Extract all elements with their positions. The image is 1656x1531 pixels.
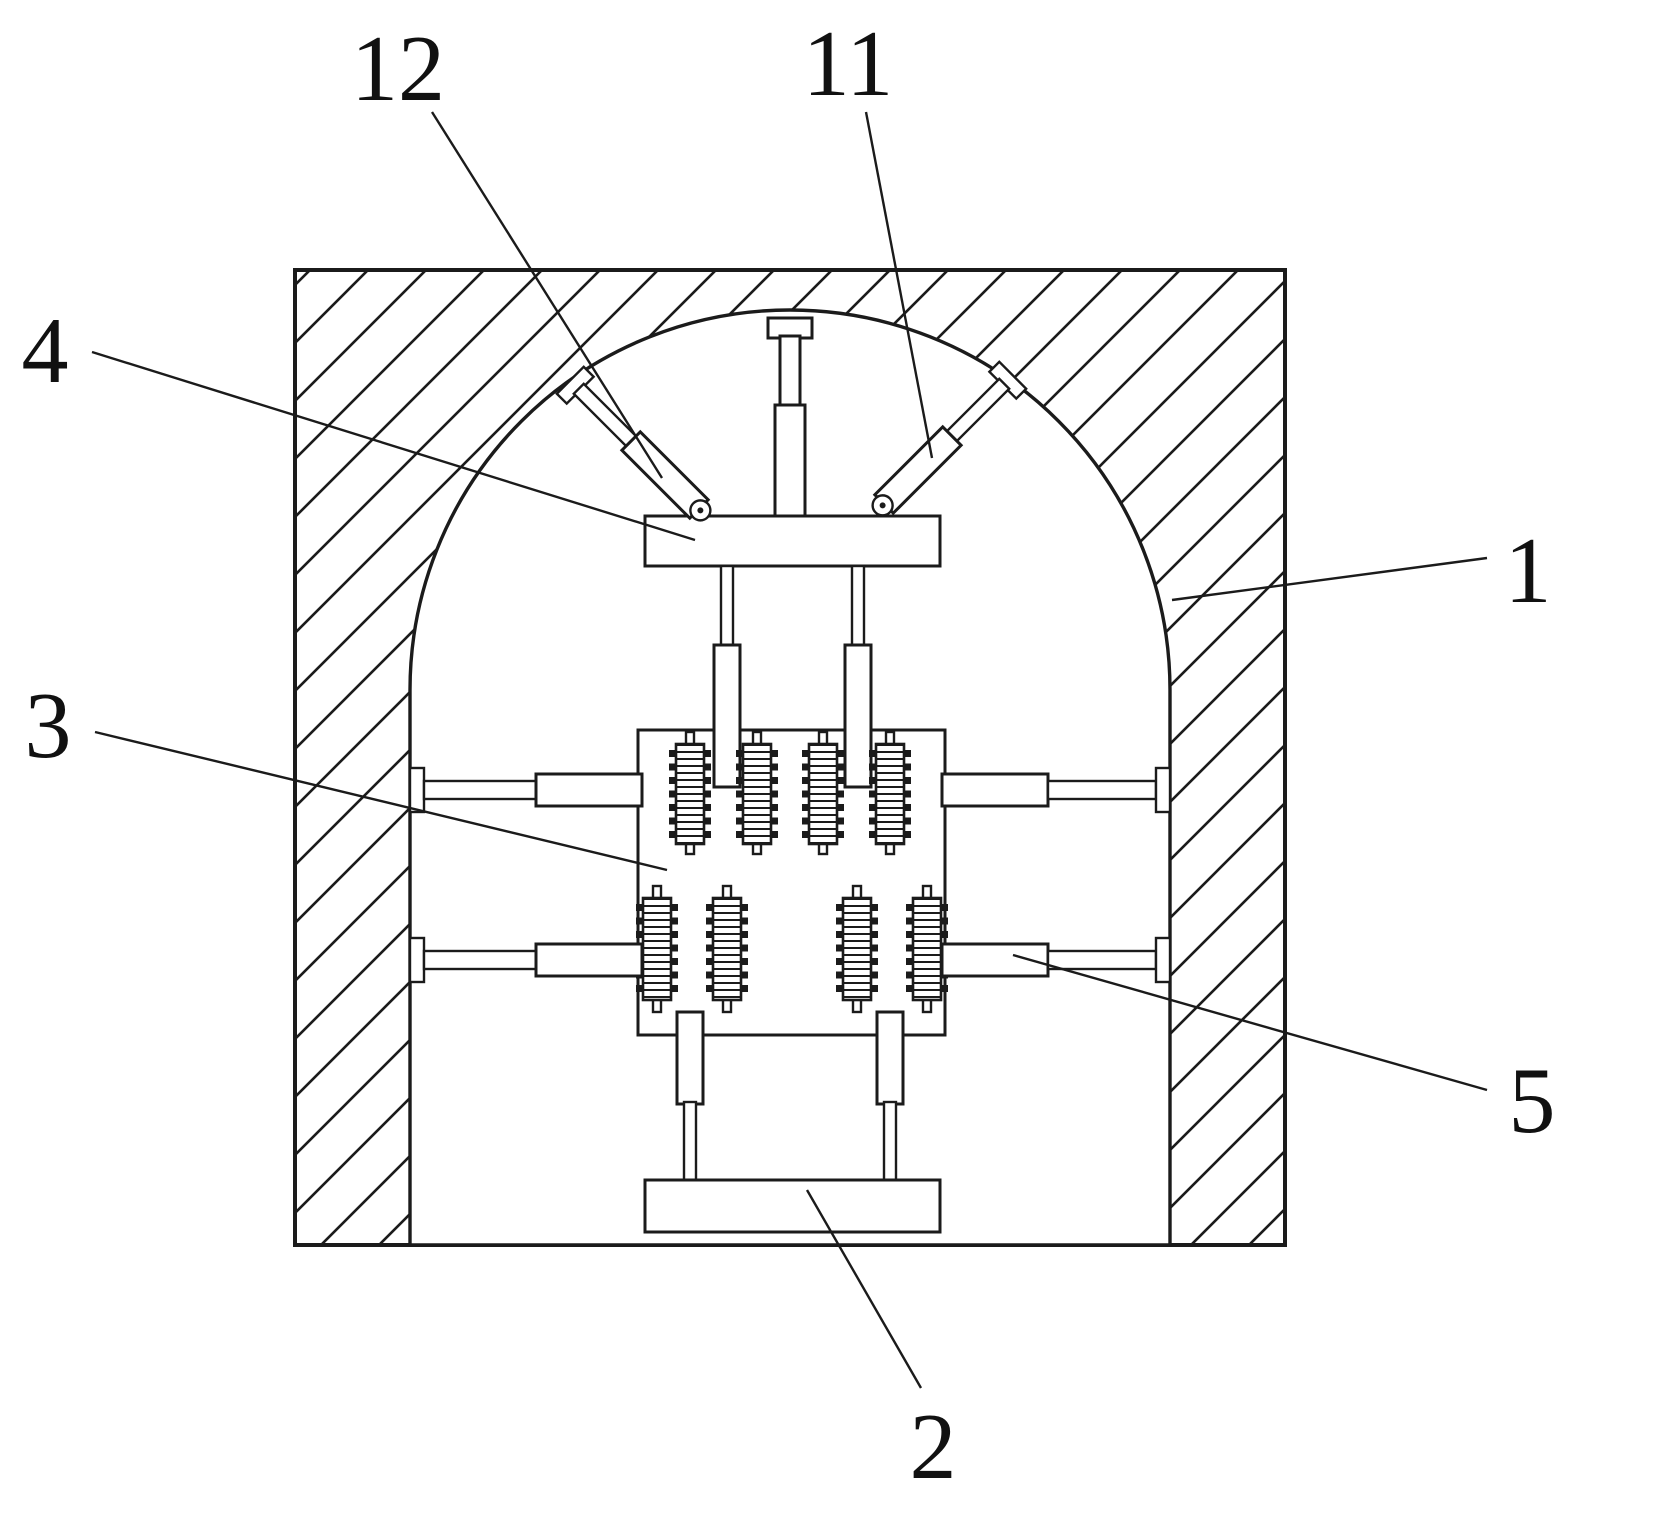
gear-roller-icon bbox=[706, 884, 748, 1014]
gear-roller-icon bbox=[869, 730, 911, 856]
lower-left-link-rod bbox=[682, 1100, 698, 1184]
gear-roller-icon bbox=[802, 730, 844, 856]
right-jack-pivot-pin bbox=[879, 502, 886, 509]
piston-rod bbox=[422, 949, 540, 971]
cylinder-body bbox=[534, 942, 644, 978]
lower-right-link-rod bbox=[882, 1100, 898, 1184]
figure-label-3: 3 bbox=[25, 674, 72, 778]
upper-right-link-rod bbox=[850, 564, 866, 652]
wall-pad bbox=[408, 936, 426, 984]
figure-label-4: 4 bbox=[22, 299, 69, 403]
lower-right-link-cylinder bbox=[875, 1010, 905, 1106]
lower-left-side-actuator bbox=[408, 936, 644, 984]
leader-line-4 bbox=[91, 350, 696, 542]
figure-label-5: 5 bbox=[1509, 1049, 1556, 1153]
bottom-base-plate bbox=[643, 1178, 942, 1234]
gear-roller-icon bbox=[636, 884, 678, 1014]
gear-roller-icon bbox=[906, 884, 948, 1014]
leader-line-11 bbox=[864, 111, 934, 459]
bottom-roller-row bbox=[636, 884, 948, 1014]
upper-left-link-cylinder bbox=[712, 643, 742, 789]
piston-rod bbox=[422, 779, 540, 801]
top-piston-rod bbox=[778, 334, 802, 410]
top-vertical-jack bbox=[766, 316, 814, 520]
left-jack-pivot-pin bbox=[697, 507, 704, 514]
upper-right-side-actuator bbox=[940, 766, 1172, 814]
figure-label-12: 12 bbox=[351, 17, 445, 121]
leader-line-1 bbox=[1171, 556, 1488, 602]
leader-line-12 bbox=[430, 111, 664, 479]
gear-roller-icon bbox=[836, 884, 878, 1014]
piston-rod bbox=[1046, 779, 1158, 801]
cylinder-body bbox=[940, 772, 1050, 808]
upper-right-link-cylinder bbox=[843, 643, 873, 789]
wall-pad bbox=[1154, 936, 1172, 984]
figure-label-11: 11 bbox=[803, 12, 894, 116]
lower-link-cylinders bbox=[675, 1010, 905, 1184]
left-inclined-jack bbox=[555, 365, 712, 522]
top-roller-row bbox=[669, 730, 911, 856]
upper-link-cylinders bbox=[712, 564, 873, 789]
cylinder-body bbox=[534, 772, 644, 808]
leader-line-5 bbox=[1012, 953, 1488, 1092]
top-support-plate bbox=[643, 514, 942, 568]
figure-label-2: 2 bbox=[910, 1395, 957, 1499]
lower-left-link-cylinder bbox=[675, 1010, 705, 1106]
figure-label-1: 1 bbox=[1505, 519, 1552, 623]
wall-pad bbox=[408, 766, 426, 814]
gear-roller-icon bbox=[669, 730, 711, 856]
gear-roller-icon bbox=[736, 730, 778, 856]
piston-rod bbox=[1046, 949, 1158, 971]
leader-line-3 bbox=[94, 730, 668, 872]
leader-line-2 bbox=[805, 1189, 923, 1389]
upper-left-link-rod bbox=[719, 564, 735, 652]
right-inclined-jack bbox=[871, 360, 1028, 517]
upper-left-side-actuator bbox=[408, 766, 644, 814]
wall-pad bbox=[1154, 766, 1172, 814]
top-cylinder-body bbox=[773, 403, 807, 520]
